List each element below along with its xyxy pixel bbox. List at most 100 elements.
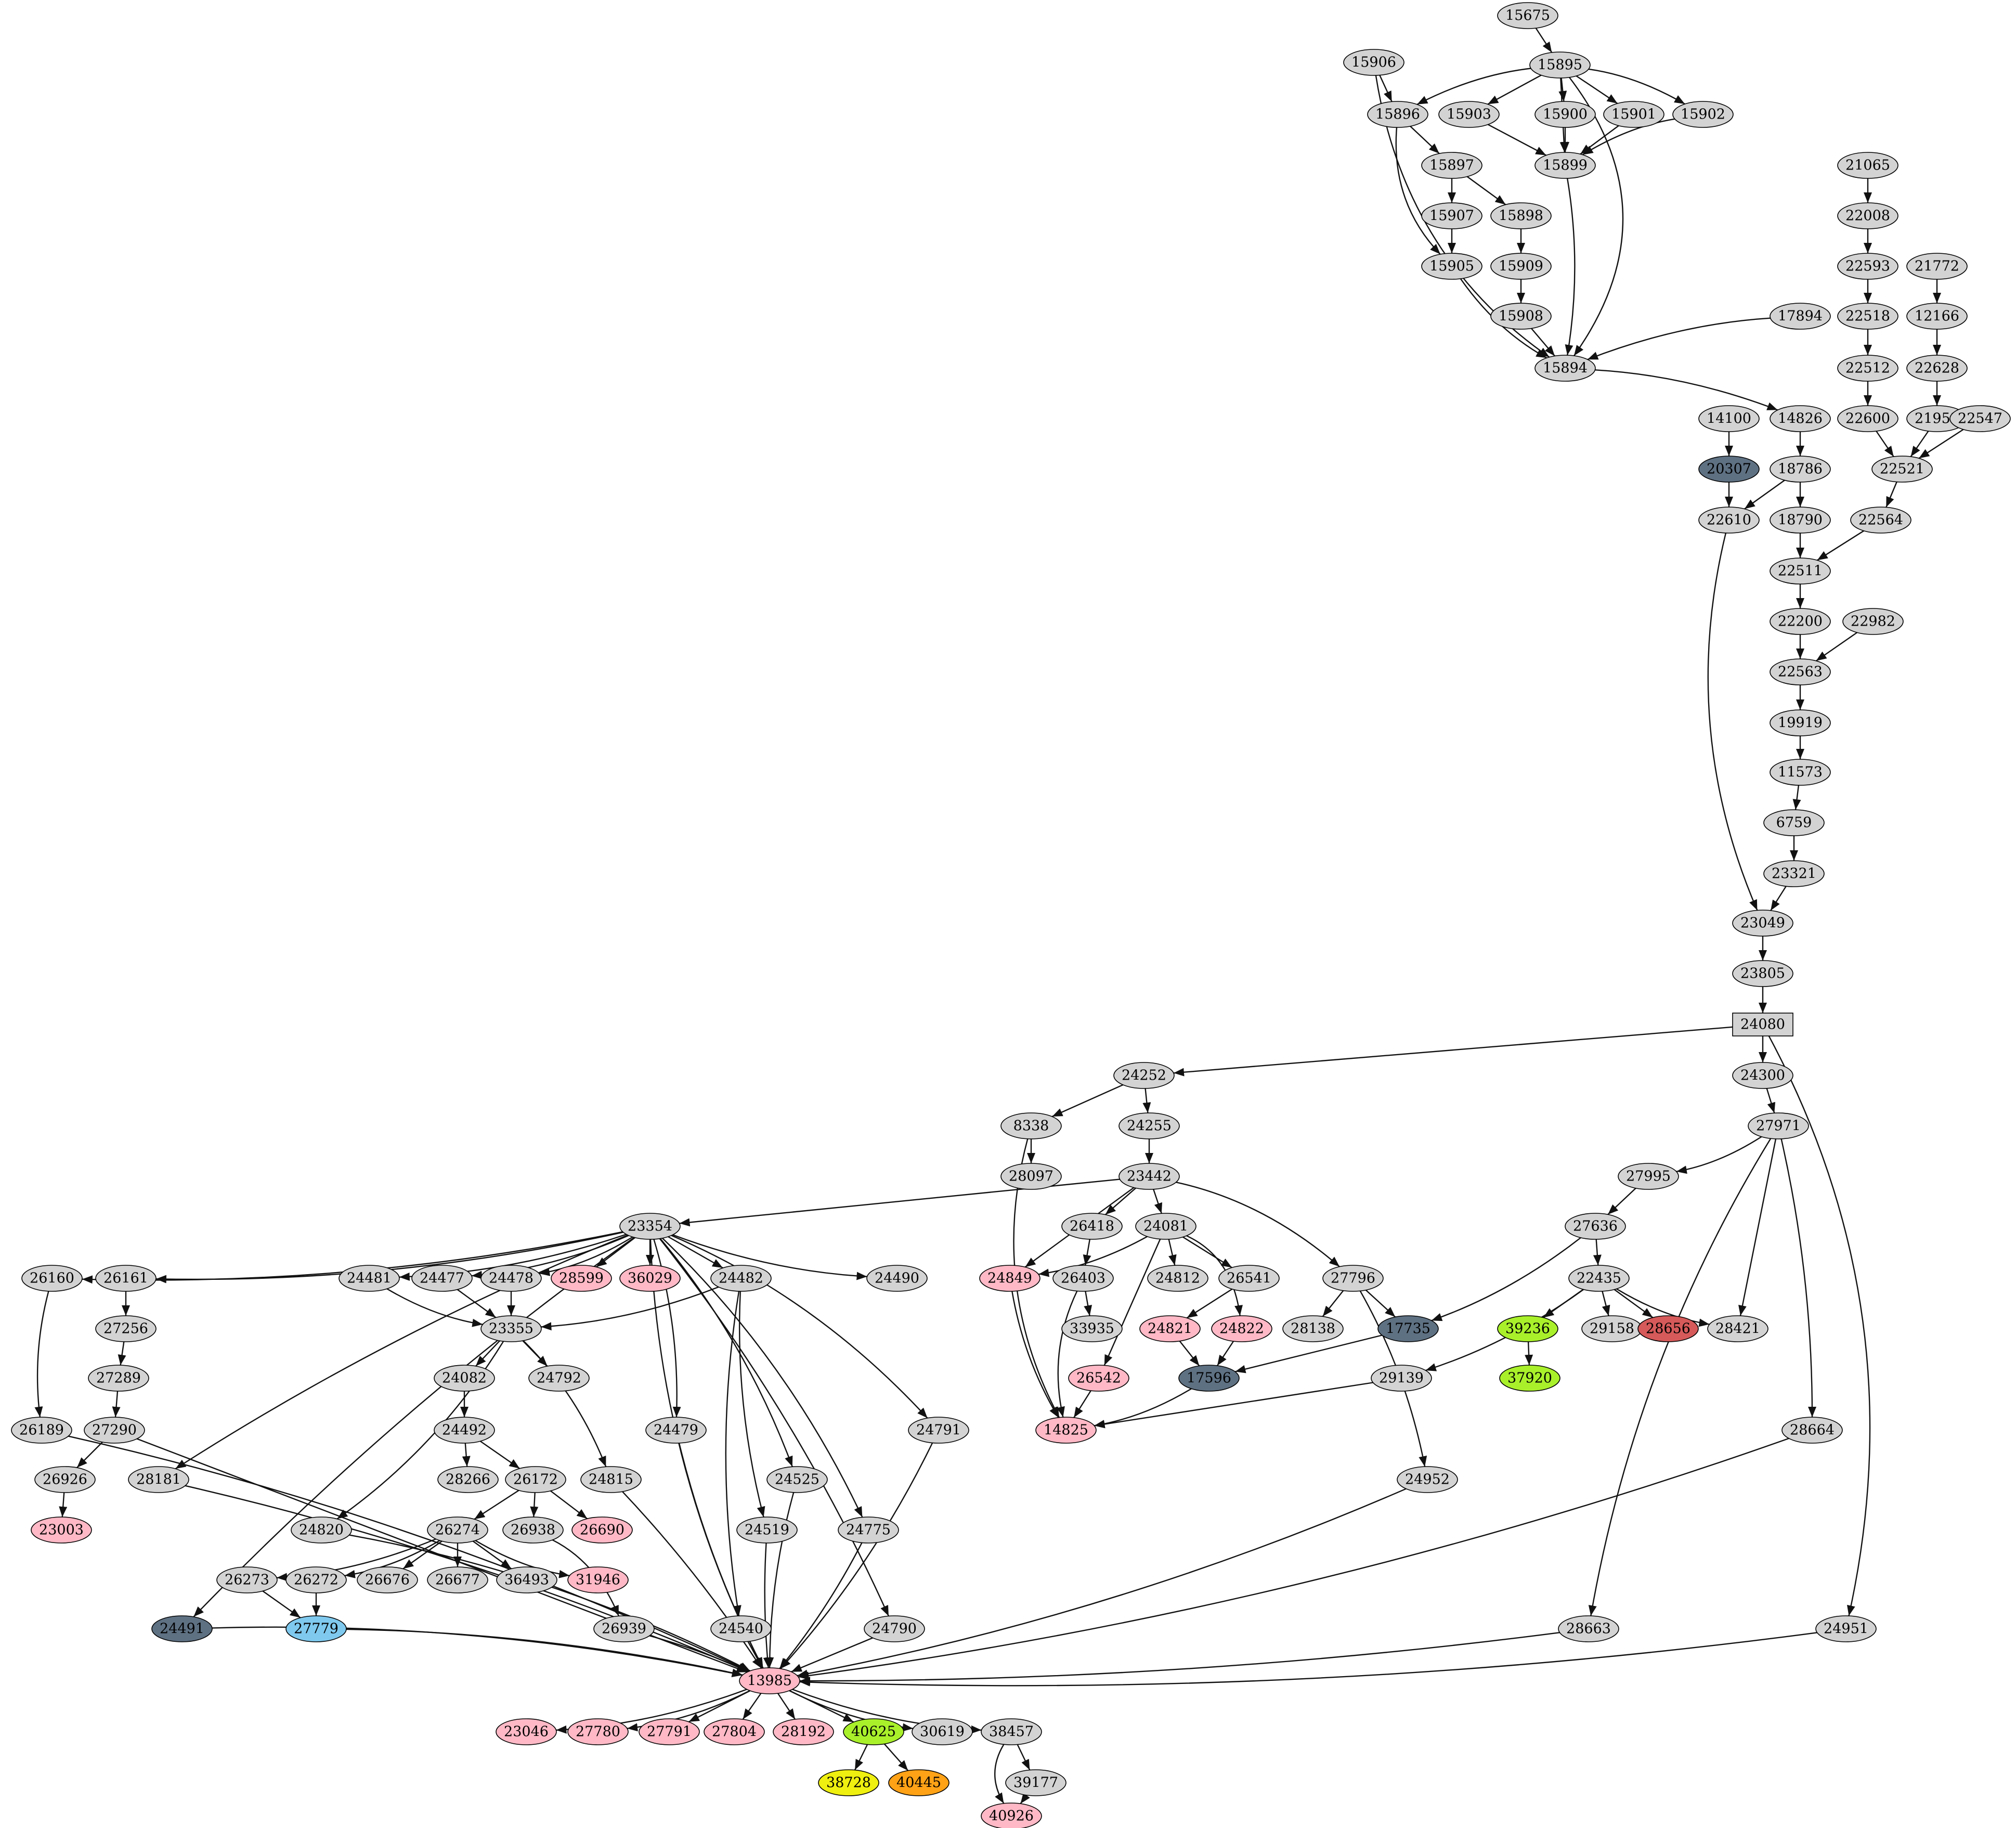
graph-edge-24477-23355 (457, 1289, 497, 1318)
node-ellipse-24791 (908, 1417, 969, 1444)
node-label-24775: 24775 (846, 1522, 891, 1538)
graph-edge-24951-13985 (799, 1632, 1817, 1687)
graph-node-15897: 15897 (1421, 152, 1482, 179)
node-label-26541: 26541 (1227, 1270, 1271, 1287)
node-ellipse-22564 (1850, 507, 1911, 534)
node-label-28138: 28138 (1291, 1321, 1335, 1337)
graph-node-26172: 26172 (505, 1466, 566, 1493)
graph-node-27995: 27995 (1618, 1163, 1679, 1190)
graph-edge-27636-22435 (1593, 1239, 1602, 1266)
graph-node-15896: 15896 (1367, 101, 1428, 128)
graph-node-24300: 24300 (1732, 1062, 1793, 1089)
graph-node-24821: 24821 (1139, 1315, 1201, 1342)
node-ellipse-24815 (580, 1466, 642, 1493)
node-label-28421: 28421 (1715, 1321, 1760, 1337)
graph-node-22547: 22547 (1949, 405, 2011, 432)
node-label-26161: 26161 (103, 1270, 148, 1287)
node-ellipse-15906 (1343, 49, 1404, 76)
node-label-24952: 24952 (1405, 1472, 1450, 1488)
node-label-15895: 15895 (1538, 57, 1582, 73)
node-label-22518: 22518 (1845, 308, 1890, 325)
node-label-15903: 15903 (1447, 107, 1491, 123)
graph-edge-28181-13985 (185, 1485, 749, 1673)
graph-edge-24849-14825 (1011, 1291, 1059, 1418)
graph-node-24252: 24252 (1113, 1062, 1175, 1089)
node-label-18790: 18790 (1778, 512, 1823, 528)
node-label-22008: 22008 (1845, 208, 1890, 224)
node-label-15897: 15897 (1429, 158, 1474, 174)
node-ellipse-15675 (1497, 2, 1558, 29)
node-ellipse-22628 (1906, 355, 1968, 382)
node-label-8338: 8338 (1013, 1118, 1049, 1134)
node-ellipse-22521 (1871, 456, 1933, 483)
graph-node-22518: 22518 (1837, 303, 1898, 330)
node-ellipse-27995 (1618, 1163, 1679, 1190)
node-ellipse-26161 (95, 1265, 157, 1292)
graph-node-22982: 22982 (1842, 608, 1904, 635)
graph-edge-15902-15899 (1582, 118, 1675, 155)
node-label-14825: 14825 (1044, 1422, 1088, 1438)
node-ellipse-17596 (1178, 1365, 1240, 1392)
node-label-28664: 28664 (1790, 1422, 1835, 1438)
node-ellipse-24491 (151, 1615, 213, 1642)
node-ellipse-29139 (1371, 1365, 1432, 1392)
node-label-37920: 37920 (1507, 1370, 1552, 1386)
graph-edge-21953-22521 (1910, 431, 1929, 457)
node-ellipse-23355 (480, 1315, 542, 1342)
graph-edge-15675-15895 (1535, 28, 1553, 53)
graph-node-17596: 17596 (1178, 1365, 1240, 1392)
graph-node-22593: 22593 (1837, 253, 1898, 280)
node-ellipse-39177 (1005, 1769, 1066, 1796)
graph-node-26690: 26690 (571, 1516, 633, 1544)
graph-node-24080: 24080 (1732, 1013, 1793, 1036)
graph-edge-22600-22521 (1876, 431, 1894, 457)
graph-edge-22564-22511 (1817, 530, 1864, 561)
node-ellipse-26926 (34, 1466, 96, 1493)
node-label-39177: 39177 (1013, 1775, 1058, 1791)
node-label-19919: 19919 (1778, 715, 1823, 731)
graph-edge-24481-23355 (386, 1288, 483, 1327)
node-label-26926: 26926 (43, 1472, 87, 1488)
graph-edge-39236-37920 (1525, 1341, 1533, 1366)
graph-node-28664: 28664 (1781, 1417, 1843, 1444)
node-label-24525: 24525 (775, 1472, 820, 1488)
graph-node-26403: 26403 (1052, 1265, 1114, 1292)
graph-edge-23354-28599 (595, 1237, 636, 1268)
graph-node-40625: 40625 (843, 1718, 904, 1745)
graph-node-26161: 26161 (95, 1265, 157, 1292)
node-label-22600: 22600 (1845, 411, 1890, 427)
node-label-24792: 24792 (537, 1370, 581, 1386)
node-label-31946: 31946 (576, 1572, 620, 1588)
graph-node-40445: 40445 (888, 1769, 950, 1796)
graph-edge-23354-28181 (175, 1234, 628, 1470)
graph-edge-24791-13985 (780, 1442, 933, 1669)
node-ellipse-20307 (1698, 456, 1760, 483)
node-ellipse-37920 (1499, 1365, 1560, 1392)
graph-node-24790: 24790 (864, 1615, 925, 1642)
graph-edge-27796-17735 (1365, 1289, 1396, 1318)
graph-node-22600: 22600 (1837, 405, 1898, 432)
graph-edge-23442-26418 (1104, 1187, 1137, 1215)
graph-node-28421: 28421 (1707, 1315, 1768, 1342)
node-label-24300: 24300 (1740, 1068, 1785, 1084)
graph-node-14826: 14826 (1770, 405, 1831, 432)
graph-edge-18786-22610 (1744, 479, 1785, 510)
graph-edge-24540-13985 (747, 1641, 763, 1669)
node-label-24255: 24255 (1127, 1118, 1172, 1134)
graph-node-26160: 26160 (21, 1265, 83, 1292)
node-ellipse-26274 (427, 1516, 488, 1544)
graph-edge-22435-28656 (1614, 1289, 1654, 1318)
node-label-15900: 15900 (1543, 107, 1588, 123)
node-label-13985: 13985 (747, 1673, 792, 1689)
node-label-38457: 38457 (989, 1724, 1034, 1740)
node-ellipse-26541 (1218, 1265, 1280, 1292)
node-label-24519: 24519 (745, 1522, 789, 1538)
node-ellipse-22518 (1837, 303, 1898, 330)
graph-node-15898: 15898 (1490, 202, 1552, 229)
node-label-40445: 40445 (896, 1775, 941, 1791)
node-label-28599: 28599 (559, 1270, 604, 1287)
node-label-23354: 23354 (628, 1218, 672, 1235)
graph-node-31946: 31946 (567, 1566, 629, 1593)
graph-edges (34, 28, 1964, 1804)
